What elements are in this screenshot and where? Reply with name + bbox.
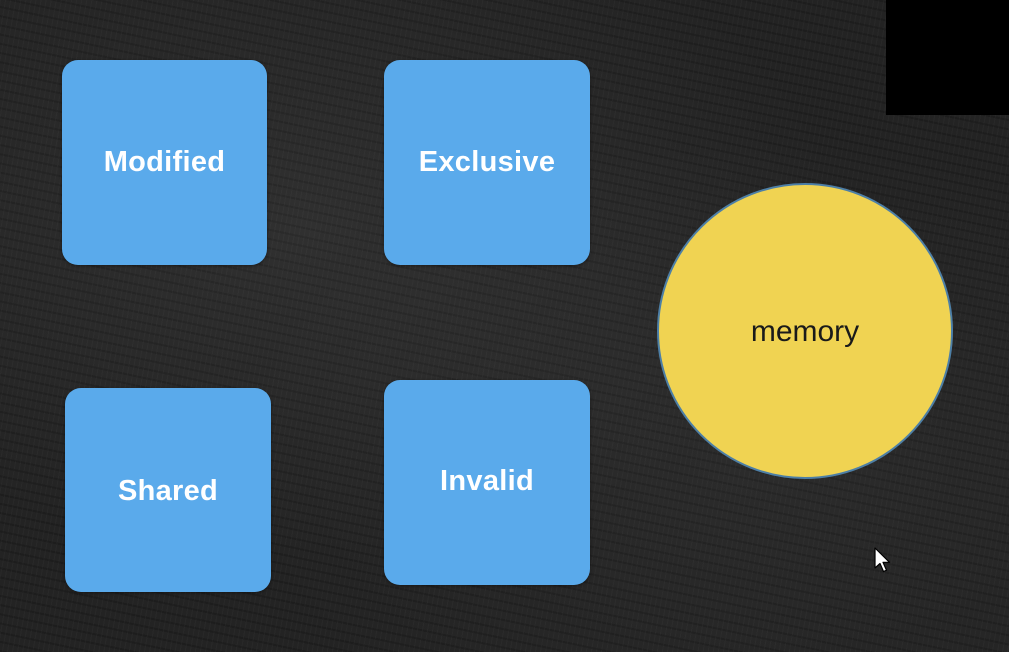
state-label-invalid: Invalid bbox=[440, 465, 534, 497]
state-box-exclusive: Exclusive bbox=[384, 60, 590, 265]
mouse-pointer-icon bbox=[874, 547, 891, 573]
state-box-invalid: Invalid bbox=[384, 380, 590, 585]
state-label-modified: Modified bbox=[103, 146, 226, 178]
state-box-shared: Shared bbox=[65, 388, 271, 592]
memory-node: memory bbox=[657, 183, 953, 479]
state-label-shared: Shared bbox=[117, 474, 219, 507]
corner-overlay-block bbox=[886, 0, 1009, 115]
memory-label: memory bbox=[750, 315, 860, 348]
state-label-exclusive: Exclusive bbox=[418, 146, 556, 178]
state-box-modified: Modified bbox=[62, 60, 267, 265]
